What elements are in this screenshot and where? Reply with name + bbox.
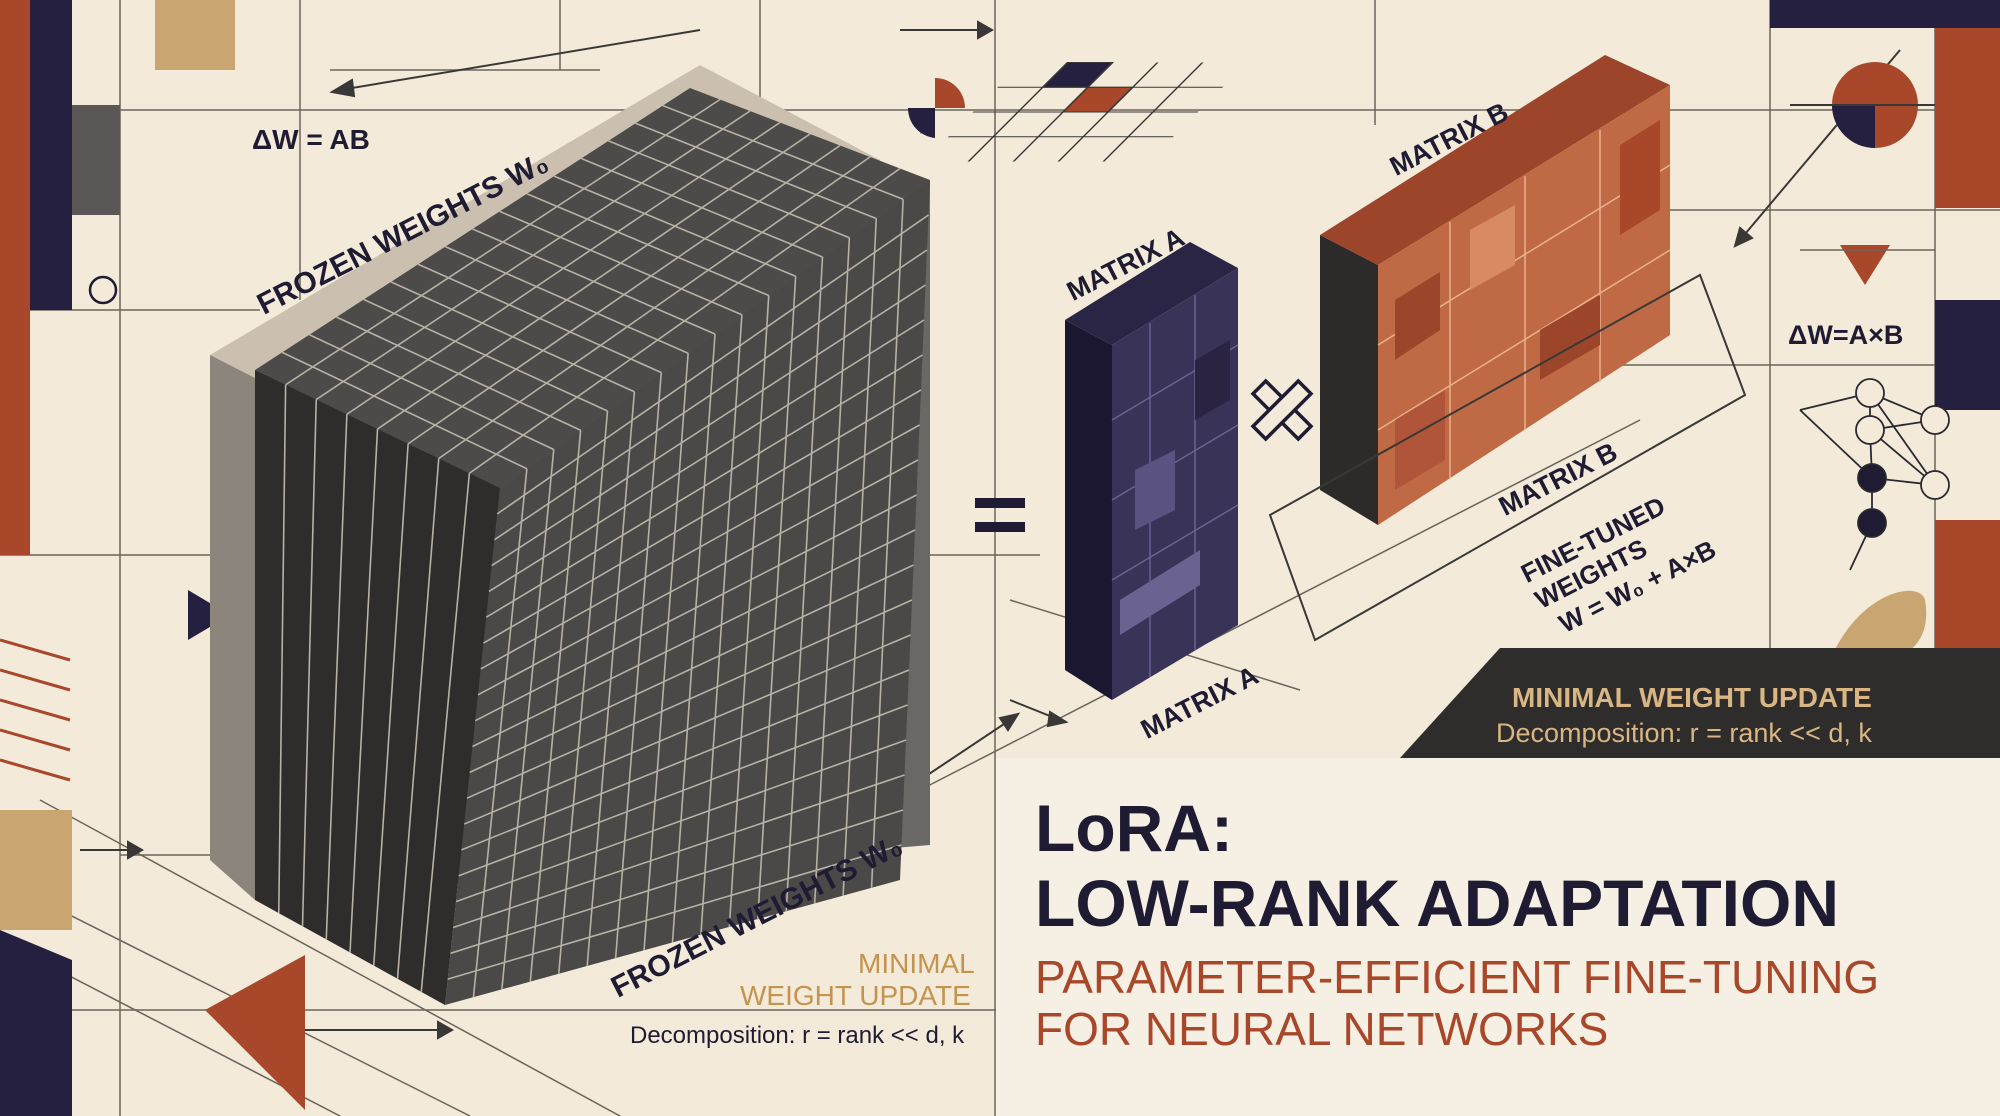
left-edge-blocks: [0, 0, 235, 1116]
headline-title-line2: LOW-RANK ADAPTATION: [1035, 866, 1839, 940]
diagonal-hatch: [0, 638, 71, 782]
banner-title: MINIMAL WEIGHT UPDATE: [1512, 682, 1872, 713]
banner-subtitle: Decomposition: r = rank << d, k: [1496, 718, 1872, 748]
right-edge-blocks: [1770, 0, 2000, 664]
left-note-line2: WEIGHT UPDATE: [740, 980, 971, 1011]
headline-subtitle-line2: FOR NEURAL NETWORKS: [1035, 1003, 1609, 1055]
frozen-weights-block: [210, 65, 930, 1005]
headline-title-line1: LoRA:: [1035, 791, 1233, 865]
headline-panel: [996, 758, 2000, 1116]
headline-subtitle-line1: PARAMETER-EFFICIENT FINE-TUNING: [1035, 951, 1880, 1003]
minimal-update-banner: [1400, 648, 2000, 758]
delta-w-top-label: ΔW = AB: [252, 124, 370, 155]
matrix-a-block: [1065, 242, 1239, 700]
bottom-triangle: [205, 955, 305, 1110]
times-sign-icon: [1250, 378, 1314, 442]
frozen-weights-grid-lines: [277, 98, 929, 998]
top-grid-figure: [947, 61, 1224, 162]
equals-sign: [975, 498, 1025, 532]
fine-tuned-plane: [1268, 273, 1747, 642]
neural-network-icon: [1799, 378, 1950, 571]
left-note-line1: MINIMAL: [858, 948, 975, 979]
half-circle-icon: [907, 78, 965, 138]
left-note-line3: Decomposition: r = rank << d, k: [630, 1022, 965, 1049]
delta-w-right-label: ΔW=A×B: [1788, 320, 1904, 350]
